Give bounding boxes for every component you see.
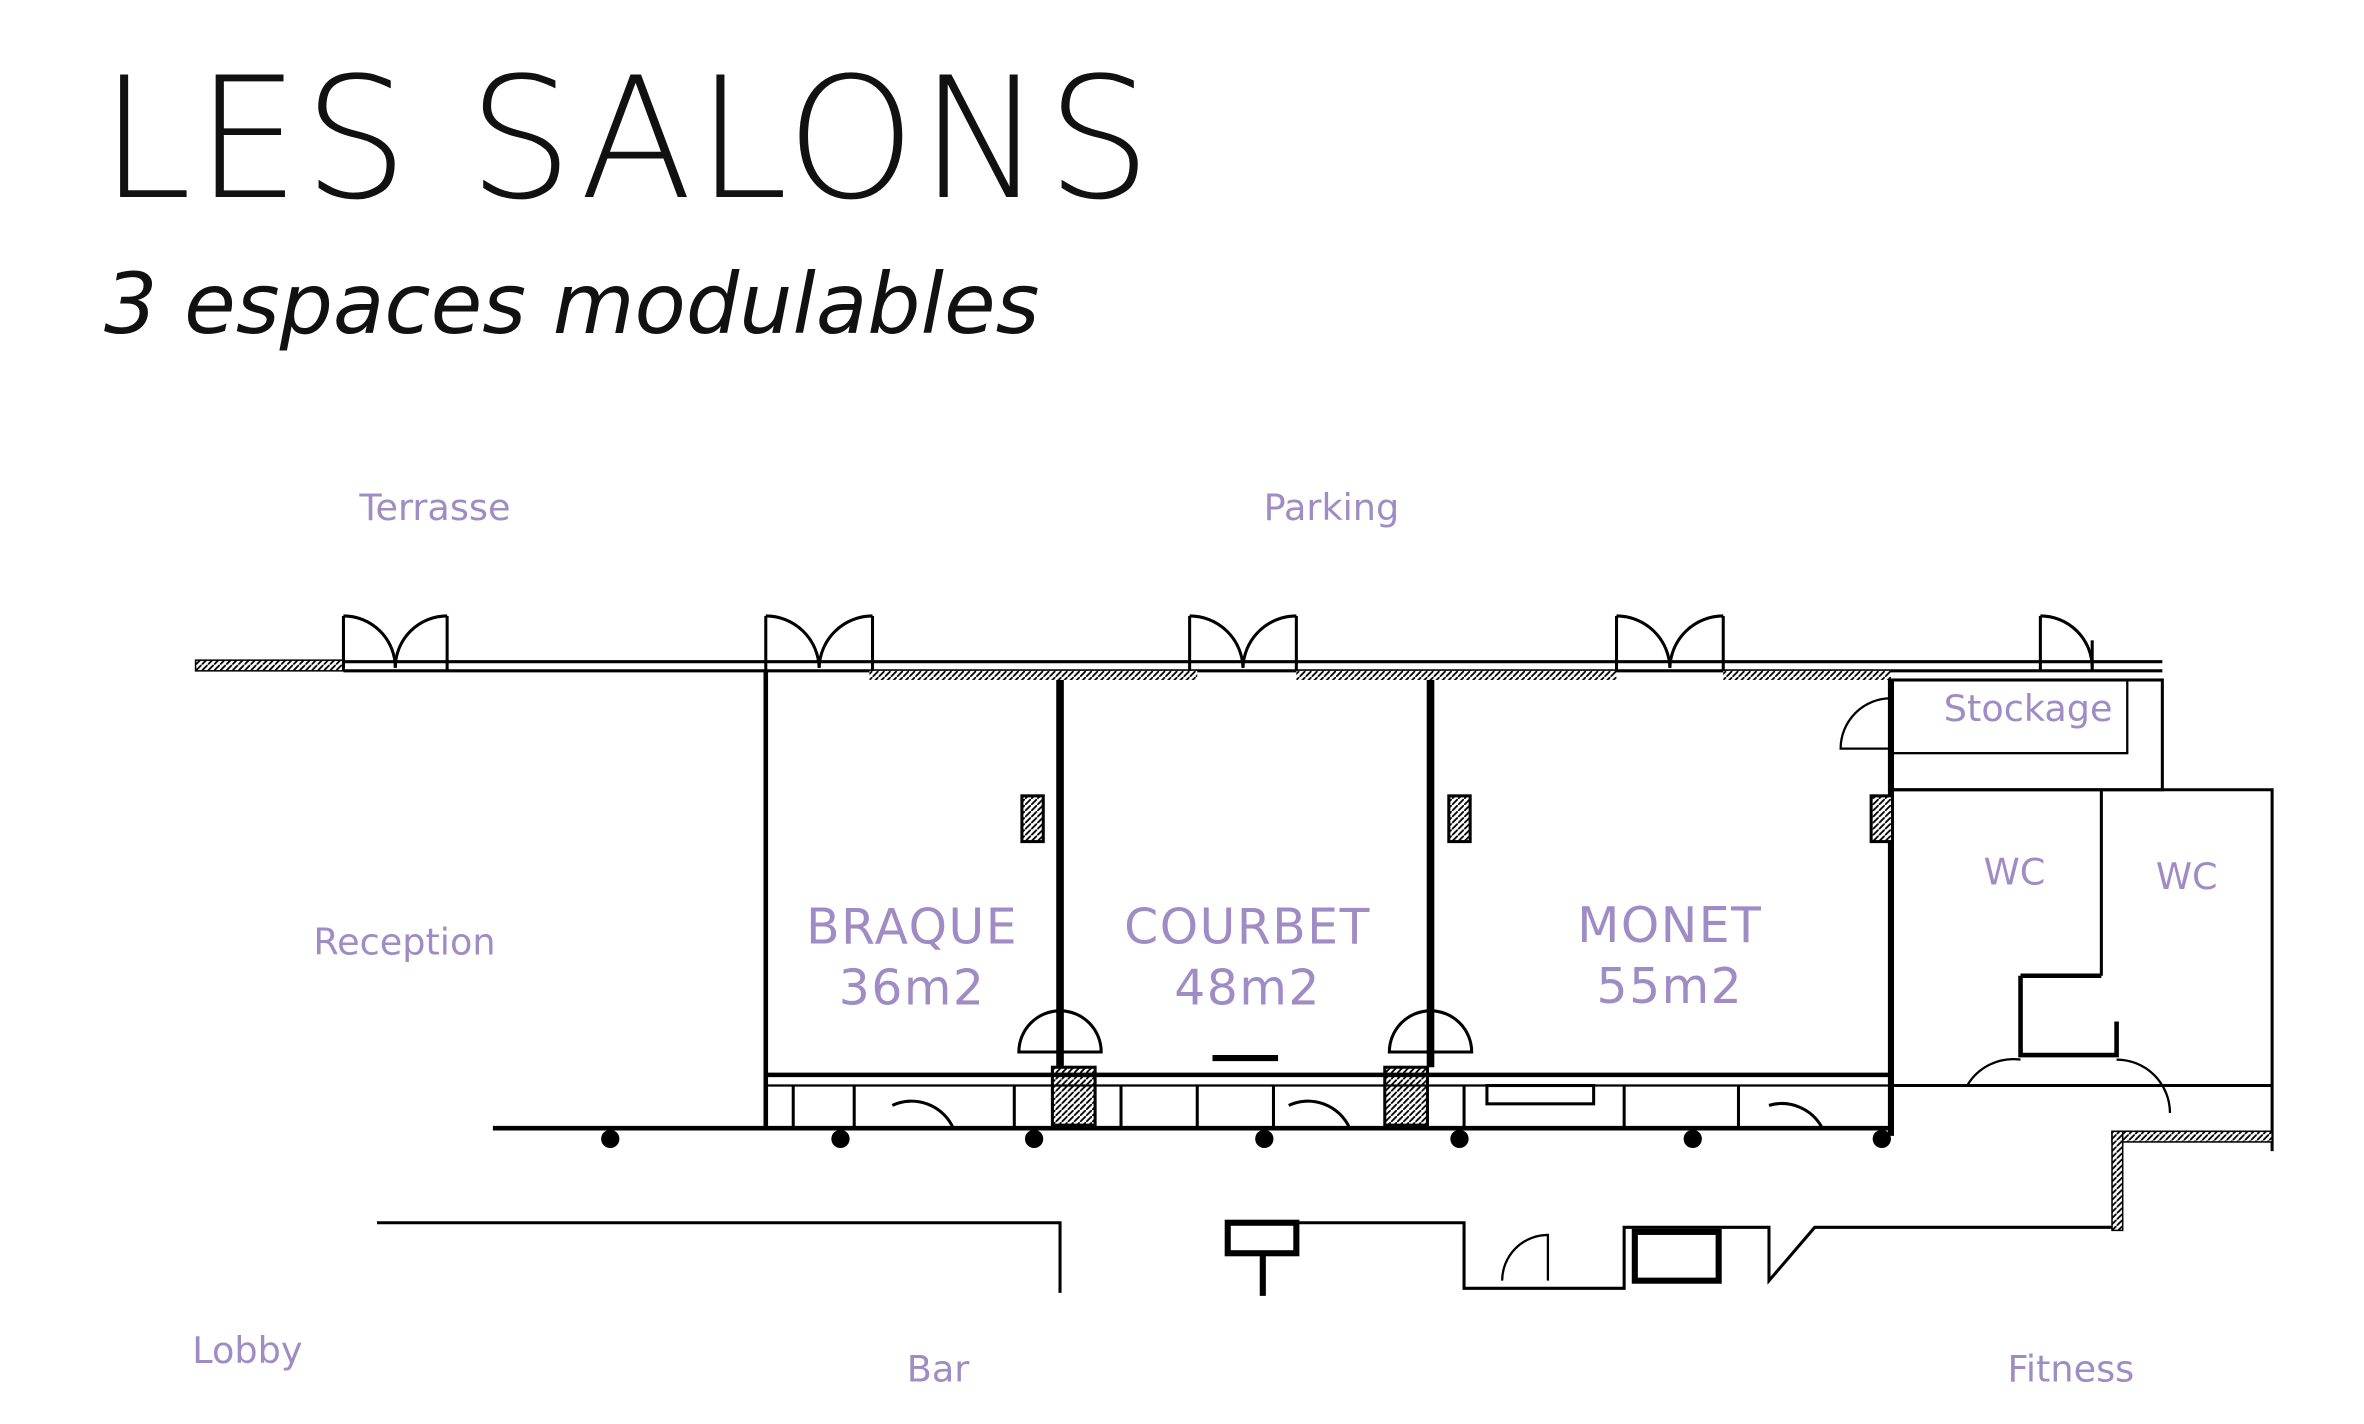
label-stockage: Stockage (1944, 687, 2113, 730)
area-labels: Terrasse Parking Reception Stockage WC W… (192, 486, 2217, 1390)
label-bar: Bar (907, 1347, 971, 1390)
columns (601, 1129, 1891, 1149)
door-braque (764, 614, 875, 671)
door-monet (1614, 614, 1725, 671)
label-lobby: Lobby (192, 1329, 302, 1372)
room-braque-area: 36m2 (839, 960, 986, 1017)
door-stockage (2038, 614, 2094, 671)
page-title: LES SALONS (100, 41, 1156, 237)
room-monet-name: MONET (1577, 897, 1762, 954)
room-braque-name: BRAQUE (806, 899, 1018, 956)
page-subtitle: 3 espaces modulables (104, 255, 1040, 353)
label-wc-2: WC (2156, 855, 2218, 898)
label-wc-1: WC (1984, 850, 2046, 893)
label-reception: Reception (313, 920, 495, 963)
label-fitness: Fitness (2008, 1347, 2135, 1390)
room-courbet-name: COURBET (1124, 899, 1371, 956)
door-courbet (1188, 614, 1298, 671)
label-terrasse: Terrasse (358, 486, 510, 529)
room-courbet-area: 48m2 (1174, 960, 1321, 1017)
door-terrasse (341, 614, 449, 671)
room-labels: BRAQUE 36m2 COURBET 48m2 MONET 55m2 (806, 897, 1762, 1017)
label-parking: Parking (1264, 486, 1400, 529)
room-monet-area: 55m2 (1597, 958, 1744, 1015)
walls (194, 614, 2274, 1296)
